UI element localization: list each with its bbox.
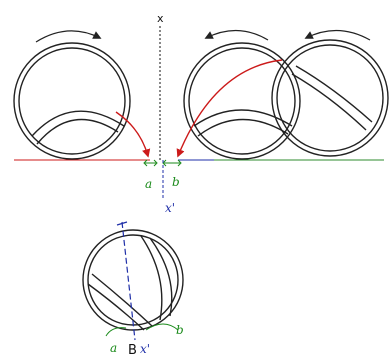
gap-label-b: b [172,175,180,189]
bottom-label-b: b [176,323,184,337]
rotation-arrow-middle [204,29,269,41]
rotation-arrow-left [35,30,102,43]
gap-annotation-top [143,159,182,200]
bottom-label-a: a [110,341,117,355]
gap-annotation-bottom [105,323,179,337]
rotation-arrow-right [304,29,371,41]
ball-bottom [82,229,184,331]
gap-label-a: a [145,177,152,191]
transfer-arrow-left [115,111,151,158]
bottom-label-x: x' [140,342,150,355]
bottom-axis [121,221,136,341]
bottom-label-B: B [128,343,137,355]
axis-bottom-label: x' [165,201,175,215]
axis-top-label: x [157,12,164,25]
bottom-axis-tick [116,221,128,226]
ball-right [271,39,389,157]
ball-middle [183,42,301,160]
transfer-arrow-middle [176,59,283,158]
ball-left [13,42,131,160]
